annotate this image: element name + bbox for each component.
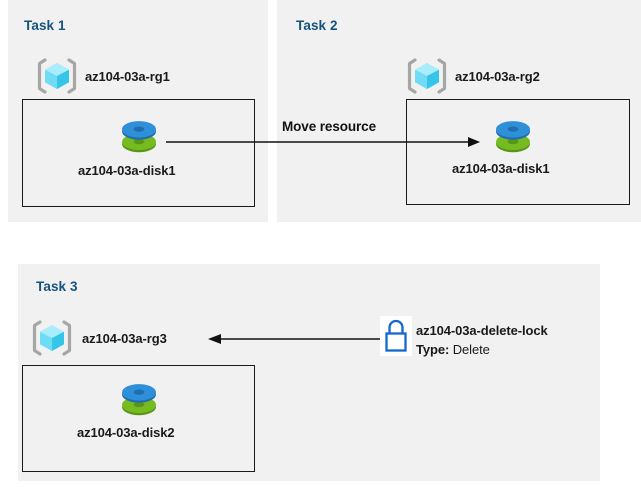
managed-disk-icon: [492, 114, 534, 156]
panel-task1: [8, 0, 268, 222]
managed-disk-icon: [118, 377, 160, 419]
resource-group-label-rg1: az104-03a-rg1: [85, 69, 170, 84]
lock-type-label: Type: Delete: [416, 342, 490, 357]
lock-type-key: Type:: [416, 342, 450, 357]
managed-disk-icon: [118, 114, 160, 156]
resource-group-icon: [406, 56, 448, 96]
resource-label-disk2-task3: az104-03a-disk2: [77, 425, 175, 440]
panel-task2-title: Task 2: [296, 18, 338, 33]
resource-group-label-rg2: az104-03a-rg2: [455, 69, 540, 84]
resource-container-task3: [22, 365, 255, 472]
lock-type-value: Delete: [452, 342, 490, 357]
resource-group-icon: [31, 318, 73, 358]
resource-container-task2: [406, 99, 630, 205]
lock-to-rg3-arrow: [208, 334, 382, 344]
resource-group-label-rg3: az104-03a-rg3: [82, 331, 167, 346]
move-resource-label: Move resource: [282, 119, 376, 134]
resource-group-icon: [36, 56, 78, 96]
panel-task1-title: Task 1: [24, 18, 66, 33]
move-resource-arrow: [166, 137, 480, 147]
panel-task3: [18, 264, 600, 481]
lock-name-label: az104-03a-delete-lock: [416, 323, 548, 338]
panel-task2: [277, 0, 641, 222]
panel-task3-title: Task 3: [36, 279, 78, 294]
resource-label-disk1-task1: az104-03a-disk1: [78, 163, 176, 178]
resource-label-disk1-task2: az104-03a-disk1: [452, 161, 550, 176]
lock-icon: [380, 316, 412, 356]
resource-container-task1: [22, 99, 255, 207]
